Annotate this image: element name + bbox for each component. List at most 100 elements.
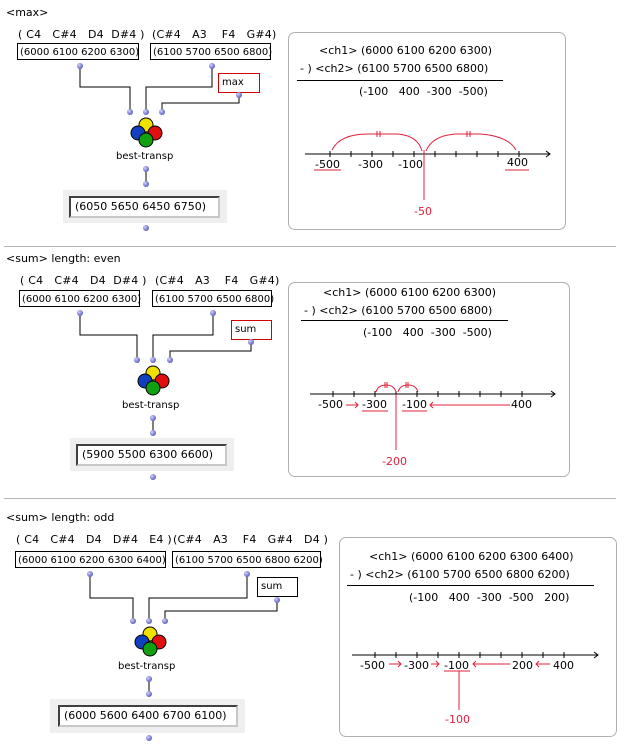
- number-line: [310, 382, 556, 450]
- best-transp-icon[interactable]: [0, 0, 631, 240]
- axis-label: 400: [507, 156, 528, 169]
- outlet-port[interactable]: [146, 676, 152, 682]
- inlet-port[interactable]: [146, 691, 152, 697]
- inlet-port[interactable]: [167, 357, 173, 363]
- outlet-port[interactable]: [244, 571, 250, 577]
- section-title: <sum> length: odd: [6, 511, 115, 524]
- axis-label: -300: [404, 659, 429, 672]
- best-transp-icon[interactable]: [0, 0, 631, 500]
- input1-value-box[interactable]: (6000 6100 6200 6300): [19, 290, 141, 307]
- wire-input1: [79, 313, 138, 360]
- input2-value-box[interactable]: (6100 5700 6500 6800): [152, 290, 274, 307]
- input2-notes: (C#4 A3 F4 G#4): [155, 274, 280, 287]
- wire-input2: [145, 66, 213, 112]
- output-value[interactable]: (6050 5650 6450 6750): [69, 196, 220, 218]
- output-value[interactable]: (6000 5600 6400 6700 6100): [58, 705, 238, 727]
- input2-value-box[interactable]: (6100 5700 6500 6800): [150, 43, 272, 60]
- mode-box[interactable]: sum: [257, 577, 298, 597]
- function-label: best-transp: [122, 400, 180, 411]
- axis-label: -500: [318, 398, 343, 411]
- explanation-panel: [339, 537, 617, 737]
- outlet-port[interactable]: [248, 339, 254, 345]
- inlet-port[interactable]: [143, 109, 149, 115]
- input1-notes: ( C4 C#4 D4 D#4 ): [18, 28, 145, 41]
- inlet-port[interactable]: [127, 109, 133, 115]
- result-value: -100: [445, 713, 470, 726]
- function-label: best-transp: [116, 151, 174, 162]
- axis-label: 400: [511, 398, 532, 411]
- axis-label: -100: [444, 659, 469, 672]
- wire-input2: [148, 574, 248, 621]
- explanation-panel: [288, 32, 566, 230]
- outlet-port[interactable]: [150, 415, 156, 421]
- input1-notes: ( C4 C#4 D4 D#4 E4 ): [16, 533, 172, 546]
- input1-notes: ( C4 C#4 D4 D#4 ): [20, 274, 147, 287]
- wires: [79, 313, 252, 432]
- output-box-frame: (6000 5600 6400 6700 6100): [50, 699, 245, 733]
- section-title: <sum> length: even: [6, 252, 121, 265]
- output-value[interactable]: (5900 5500 6300 6600): [76, 444, 227, 466]
- axis-label: -300: [358, 158, 383, 171]
- output-box-frame: (5900 5500 6300 6600): [70, 438, 234, 471]
- result-value: -200: [382, 455, 407, 468]
- inlet-port[interactable]: [150, 430, 156, 436]
- wire-input1: [79, 66, 131, 112]
- section-title: <max>: [6, 6, 49, 19]
- function-label: best-transp: [118, 661, 176, 672]
- ch2-line: - ) <ch2> (6100 5700 6500 6800): [304, 304, 493, 317]
- inlet-port[interactable]: [146, 618, 152, 624]
- wire-mode: [164, 600, 278, 621]
- ch1-line: <ch1> (6000 6100 6200 6300): [323, 286, 496, 299]
- section-divider: [4, 246, 616, 247]
- outlet-port[interactable]: [150, 474, 156, 480]
- input1-value-box[interactable]: (6000 6100 6200 6300 6400): [15, 551, 166, 568]
- inlet-port[interactable]: [162, 618, 168, 624]
- axis-label: -300: [362, 398, 387, 411]
- explanation-panel: [288, 282, 570, 477]
- ch1-line: <ch1> (6000 6100 6200 6300): [319, 44, 492, 57]
- output-box-frame: (6050 5650 6450 6750): [63, 190, 227, 223]
- section-divider: [4, 498, 616, 499]
- wire-mode: [161, 95, 240, 112]
- outlet-port[interactable]: [209, 63, 215, 69]
- wire-input2: [152, 313, 214, 360]
- outlet-port[interactable]: [143, 166, 149, 172]
- inlet-port[interactable]: [134, 357, 140, 363]
- subtraction-rule: [301, 320, 508, 321]
- difference-line: (-100 400 -300 -500): [359, 85, 488, 98]
- axis-label: -500: [315, 158, 340, 171]
- outlet-port[interactable]: [77, 310, 83, 316]
- outlet-port[interactable]: [87, 571, 93, 577]
- outlet-port[interactable]: [146, 735, 152, 741]
- axis-label: 400: [553, 659, 574, 672]
- outlet-port[interactable]: [210, 310, 216, 316]
- axis-label: -100: [402, 398, 427, 411]
- ch2-line: - ) <ch2> (6100 5700 6500 6800 6200): [350, 568, 570, 581]
- input1-value-box[interactable]: (6000 6100 6200 6300): [17, 43, 139, 60]
- inlet-port[interactable]: [150, 357, 156, 363]
- difference-line: (-100 400 -300 -500 200): [409, 591, 570, 604]
- input2-notes: (C#4 A3 F4 G#4 D4 ): [173, 533, 329, 546]
- result-value: -50: [414, 205, 432, 218]
- inlet-port[interactable]: [159, 109, 165, 115]
- input2-value-box[interactable]: (6100 5700 6500 6800 6200): [172, 551, 323, 568]
- wire-mode: [169, 342, 252, 360]
- difference-line: (-100 400 -300 -500): [363, 326, 492, 339]
- number-line: [305, 131, 551, 200]
- ch2-line: - ) <ch2> (6100 5700 6500 6800): [300, 62, 489, 75]
- wire-input1: [89, 574, 134, 621]
- subtraction-rule: [347, 585, 594, 586]
- outlet-port[interactable]: [274, 597, 280, 603]
- outlet-port[interactable]: [77, 63, 83, 69]
- wires: [79, 66, 240, 183]
- outlet-port[interactable]: [143, 225, 149, 231]
- outlet-port[interactable]: [236, 92, 242, 98]
- inlet-port[interactable]: [143, 181, 149, 187]
- input2-notes: (C#4 A3 F4 G#4): [152, 28, 277, 41]
- ch1-line: <ch1> (6000 6100 6200 6300 6400): [369, 550, 574, 563]
- inlet-port[interactable]: [130, 618, 136, 624]
- axis-label: -100: [398, 158, 423, 171]
